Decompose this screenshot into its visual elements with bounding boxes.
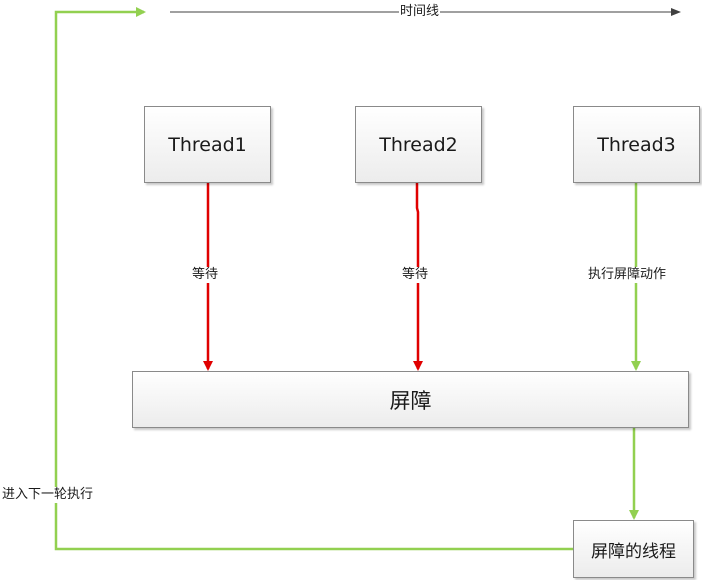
- thread3-label: Thread3: [597, 133, 676, 156]
- thread2-wait-label: 等待: [402, 267, 429, 283]
- thread2-wait-arrow: [413, 183, 423, 371]
- barrier-thread-box: 屏障的线程: [573, 520, 694, 578]
- barrier-box: 屏障: [132, 371, 689, 428]
- next-round-loop-arrow: [54, 7, 573, 551]
- next-round-label: 进入下一轮执行: [2, 487, 94, 503]
- thread3-box: Thread3: [573, 106, 700, 183]
- thread1-label: Thread1: [168, 133, 247, 156]
- barrier-thread-label: 屏障的线程: [591, 541, 676, 562]
- thread2-label: Thread2: [379, 133, 458, 156]
- thread1-box: Thread1: [144, 106, 271, 183]
- thread1-wait-label: 等待: [192, 267, 219, 283]
- barrier-label: 屏障: [389, 388, 432, 413]
- thread2-box: Thread2: [355, 106, 482, 183]
- timeline-label: 时间线: [399, 4, 441, 20]
- thread3-barrier-action-label: 执行屏障动作: [588, 267, 667, 283]
